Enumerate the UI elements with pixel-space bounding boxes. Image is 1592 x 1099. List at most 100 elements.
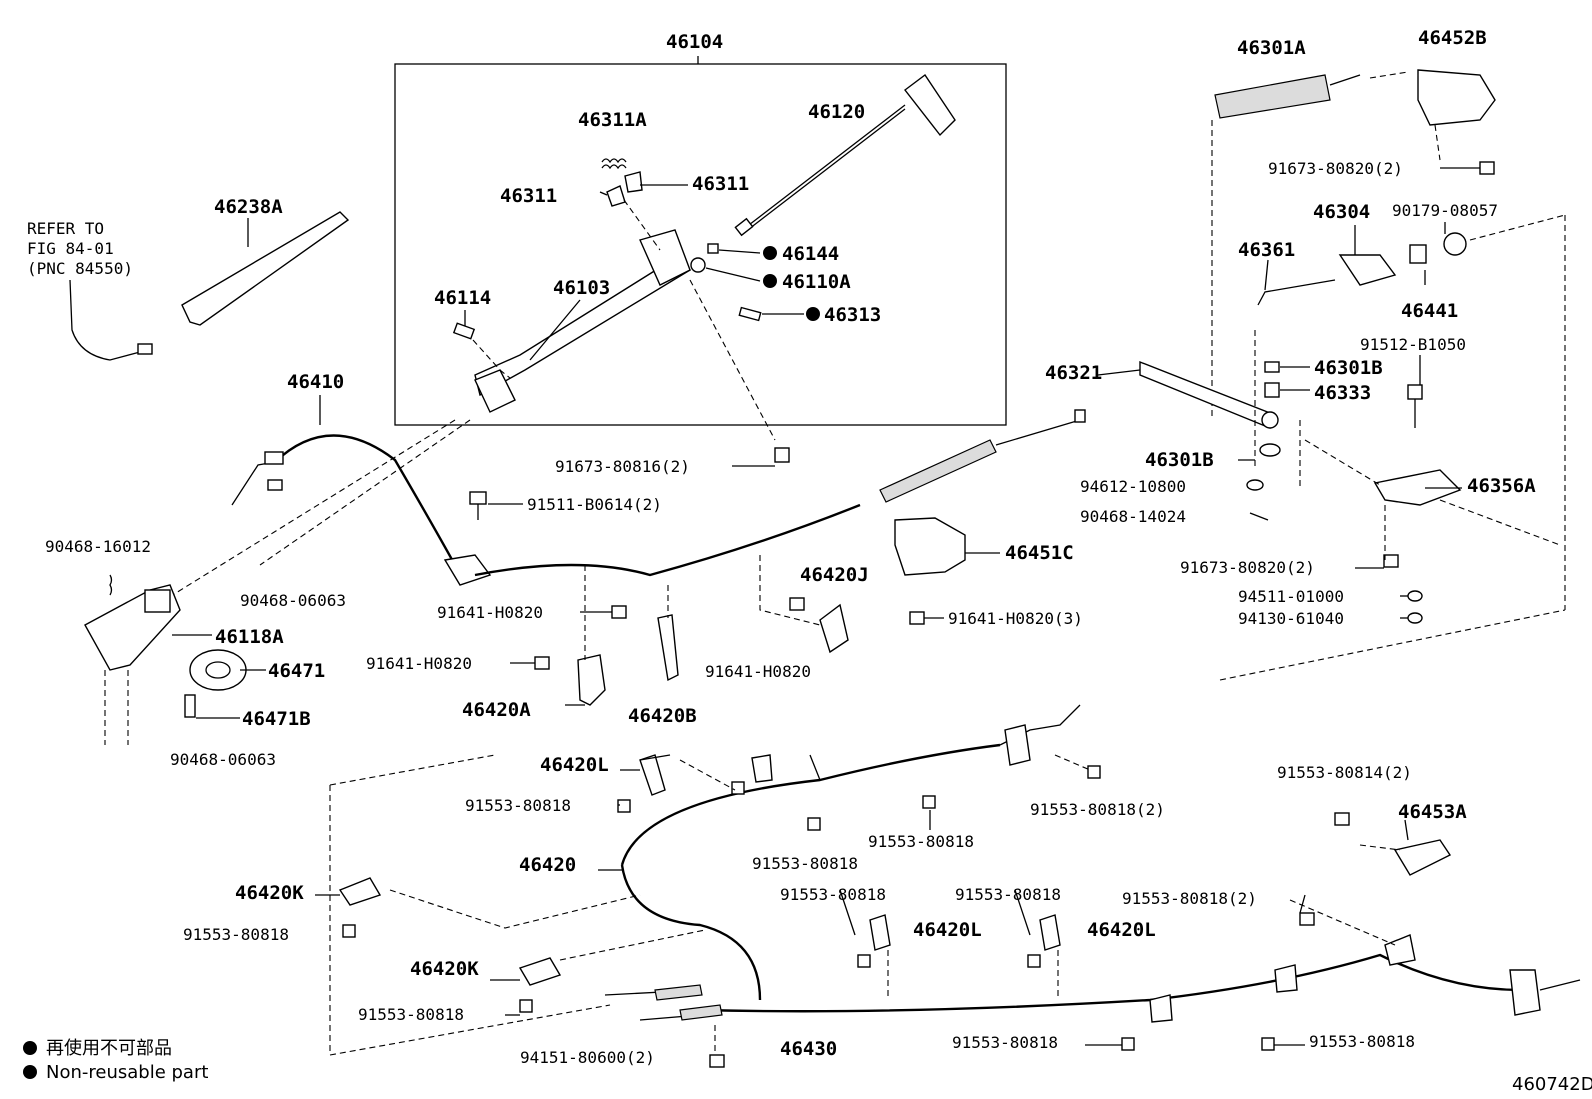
figure-code: 460742D — [1512, 1074, 1592, 1095]
label-46301A: 46301A — [1237, 37, 1306, 59]
label-46451C: 46451C — [1005, 542, 1074, 564]
refer-note-line2: FIG 84-01 — [27, 239, 114, 258]
bracket-46420J — [819, 603, 849, 654]
label-90468-16012: 90468-16012 — [45, 537, 151, 556]
nut-94130 — [1407, 612, 1423, 624]
bracket-46420K-b — [518, 957, 562, 986]
label-91553-80814: 91553-80814(2) — [1277, 763, 1412, 782]
pulley-46471 — [189, 649, 247, 691]
label-46110A: 46110A — [782, 271, 851, 293]
label-46120: 46120 — [808, 101, 865, 123]
bracket-46420A — [577, 654, 606, 706]
non-reusable-marker-46144 — [763, 246, 777, 260]
legend-text-ja: 再使用不可部品 — [46, 1038, 172, 1059]
label-91553-80818-h: 91553-80818 — [952, 1033, 1058, 1052]
spring-46311A — [601, 158, 627, 170]
label-46453A: 46453A — [1398, 801, 1467, 823]
label-91553-80818-b: 91553-80818 — [868, 832, 974, 851]
washer-46110A — [690, 257, 706, 273]
non-reusable-marker-46313 — [806, 307, 820, 321]
bracket-46420K-a — [338, 877, 382, 906]
label-46103: 46103 — [553, 277, 610, 299]
label-46420J: 46420J — [800, 564, 869, 586]
label-91553-80818-f: 91553-80818 — [955, 885, 1061, 904]
trim-46238A — [181, 211, 350, 326]
label-94130-61040: 94130-61040 — [1238, 609, 1344, 628]
label-90179-08057: 90179-08057 — [1392, 201, 1498, 220]
label-91673-80820-a: 91673-80820(2) — [1268, 159, 1403, 178]
pin-46144 — [707, 243, 719, 254]
refer-wire — [69, 279, 141, 361]
label-46144: 46144 — [782, 243, 839, 265]
label-94151-80600: 94151-80600(2) — [520, 1048, 655, 1067]
label-46441: 46441 — [1401, 300, 1458, 322]
pin-46313 — [738, 306, 762, 322]
label-90468-06063-b: 90468-06063 — [170, 750, 276, 769]
bracket-46453A — [1393, 839, 1452, 876]
label-91512-B1050: 91512-B1050 — [1360, 335, 1466, 354]
label-46420L-b: 46420L — [913, 919, 982, 941]
label-46420K-a: 46420K — [235, 882, 304, 904]
lever-rod-46120 — [734, 73, 956, 237]
label-46301B-a: 46301B — [1314, 357, 1383, 379]
label-46361: 46361 — [1238, 239, 1295, 261]
label-91553-80818-c: 91553-80818 — [752, 854, 858, 873]
label-91553-80818-2b: 91553-80818(2) — [1122, 889, 1257, 908]
label-46118A: 46118A — [215, 626, 284, 648]
label-46321: 46321 — [1045, 362, 1102, 384]
pin-90468-14024 — [1249, 512, 1269, 521]
label-46356A: 46356A — [1467, 475, 1536, 497]
label-91553-80818-d: 91553-80818 — [183, 925, 289, 944]
refer-note-line3: (PNC 84550) — [27, 259, 133, 278]
leader-lines — [172, 167, 1480, 1046]
legend-text-en: Non-reusable part — [46, 1062, 208, 1083]
label-91553-80818-g: 91553-80818 — [358, 1005, 464, 1024]
label-91553-80818-e: 91553-80818 — [780, 885, 886, 904]
label-91641-H0820-b: 91641-H0820 — [366, 654, 472, 673]
label-46420: 46420 — [519, 854, 576, 876]
non-reusable-marker-46110A — [763, 274, 777, 288]
label-91511-B0614: 91511-B0614(2) — [527, 495, 662, 514]
pin-46114 — [452, 322, 476, 340]
refer-note-line1: REFER TO — [27, 219, 104, 238]
label-46452B: 46452B — [1418, 27, 1487, 49]
label-91673-80816: 91673-80816(2) — [555, 457, 690, 476]
label-94511-01000: 94511-01000 — [1238, 587, 1344, 606]
label-91673-80820-b: 91673-80820(2) — [1180, 558, 1315, 577]
bracket-46452B — [1417, 69, 1496, 126]
washer-94511 — [1407, 590, 1423, 602]
cable-46430 — [699, 953, 1521, 1013]
label-90468-06063-a: 90468-06063 — [240, 591, 346, 610]
nut-90179 — [1443, 232, 1467, 256]
label-46333: 46333 — [1314, 382, 1371, 404]
label-46311A: 46311A — [578, 109, 647, 131]
label-46104: 46104 — [666, 31, 723, 53]
label-91553-80818-i: 91553-80818 — [1309, 1032, 1415, 1051]
label-46420L-a: 46420L — [540, 754, 609, 776]
label-46114: 46114 — [434, 287, 491, 309]
label-46430: 46430 — [780, 1038, 837, 1060]
lower-bolts — [342, 765, 1275, 1068]
label-94612-10800: 94612-10800 — [1080, 477, 1186, 496]
legend-marker-en — [23, 1065, 37, 1079]
rod-46361 — [1257, 279, 1336, 306]
bracket-46356A — [1373, 469, 1462, 506]
label-91641-H0820-3: 91641-H0820(3) — [948, 609, 1083, 628]
label-46420B: 46420B — [628, 705, 697, 727]
bushing-46333 — [1264, 382, 1280, 398]
label-91553-80818-a: 91553-80818 — [465, 796, 571, 815]
label-46313: 46313 — [824, 304, 881, 326]
label-46471B: 46471B — [242, 708, 311, 730]
bracket-46420L-a — [639, 754, 666, 796]
cable-46410 — [274, 434, 457, 566]
adjuster-46304 — [1338, 254, 1397, 286]
label-91553-80818-2a: 91553-80818(2) — [1030, 800, 1165, 819]
bracket-46420L-b — [869, 914, 891, 951]
label-91641-H0820-c: 91641-H0820 — [705, 662, 811, 681]
cable-spring-boot — [879, 439, 997, 503]
label-46304: 46304 — [1313, 201, 1370, 223]
label-91641-H0820-a: 91641-H0820 — [437, 603, 543, 622]
bushing-46441 — [1409, 244, 1427, 264]
label-90468-14024: 90468-14024 — [1080, 507, 1186, 526]
